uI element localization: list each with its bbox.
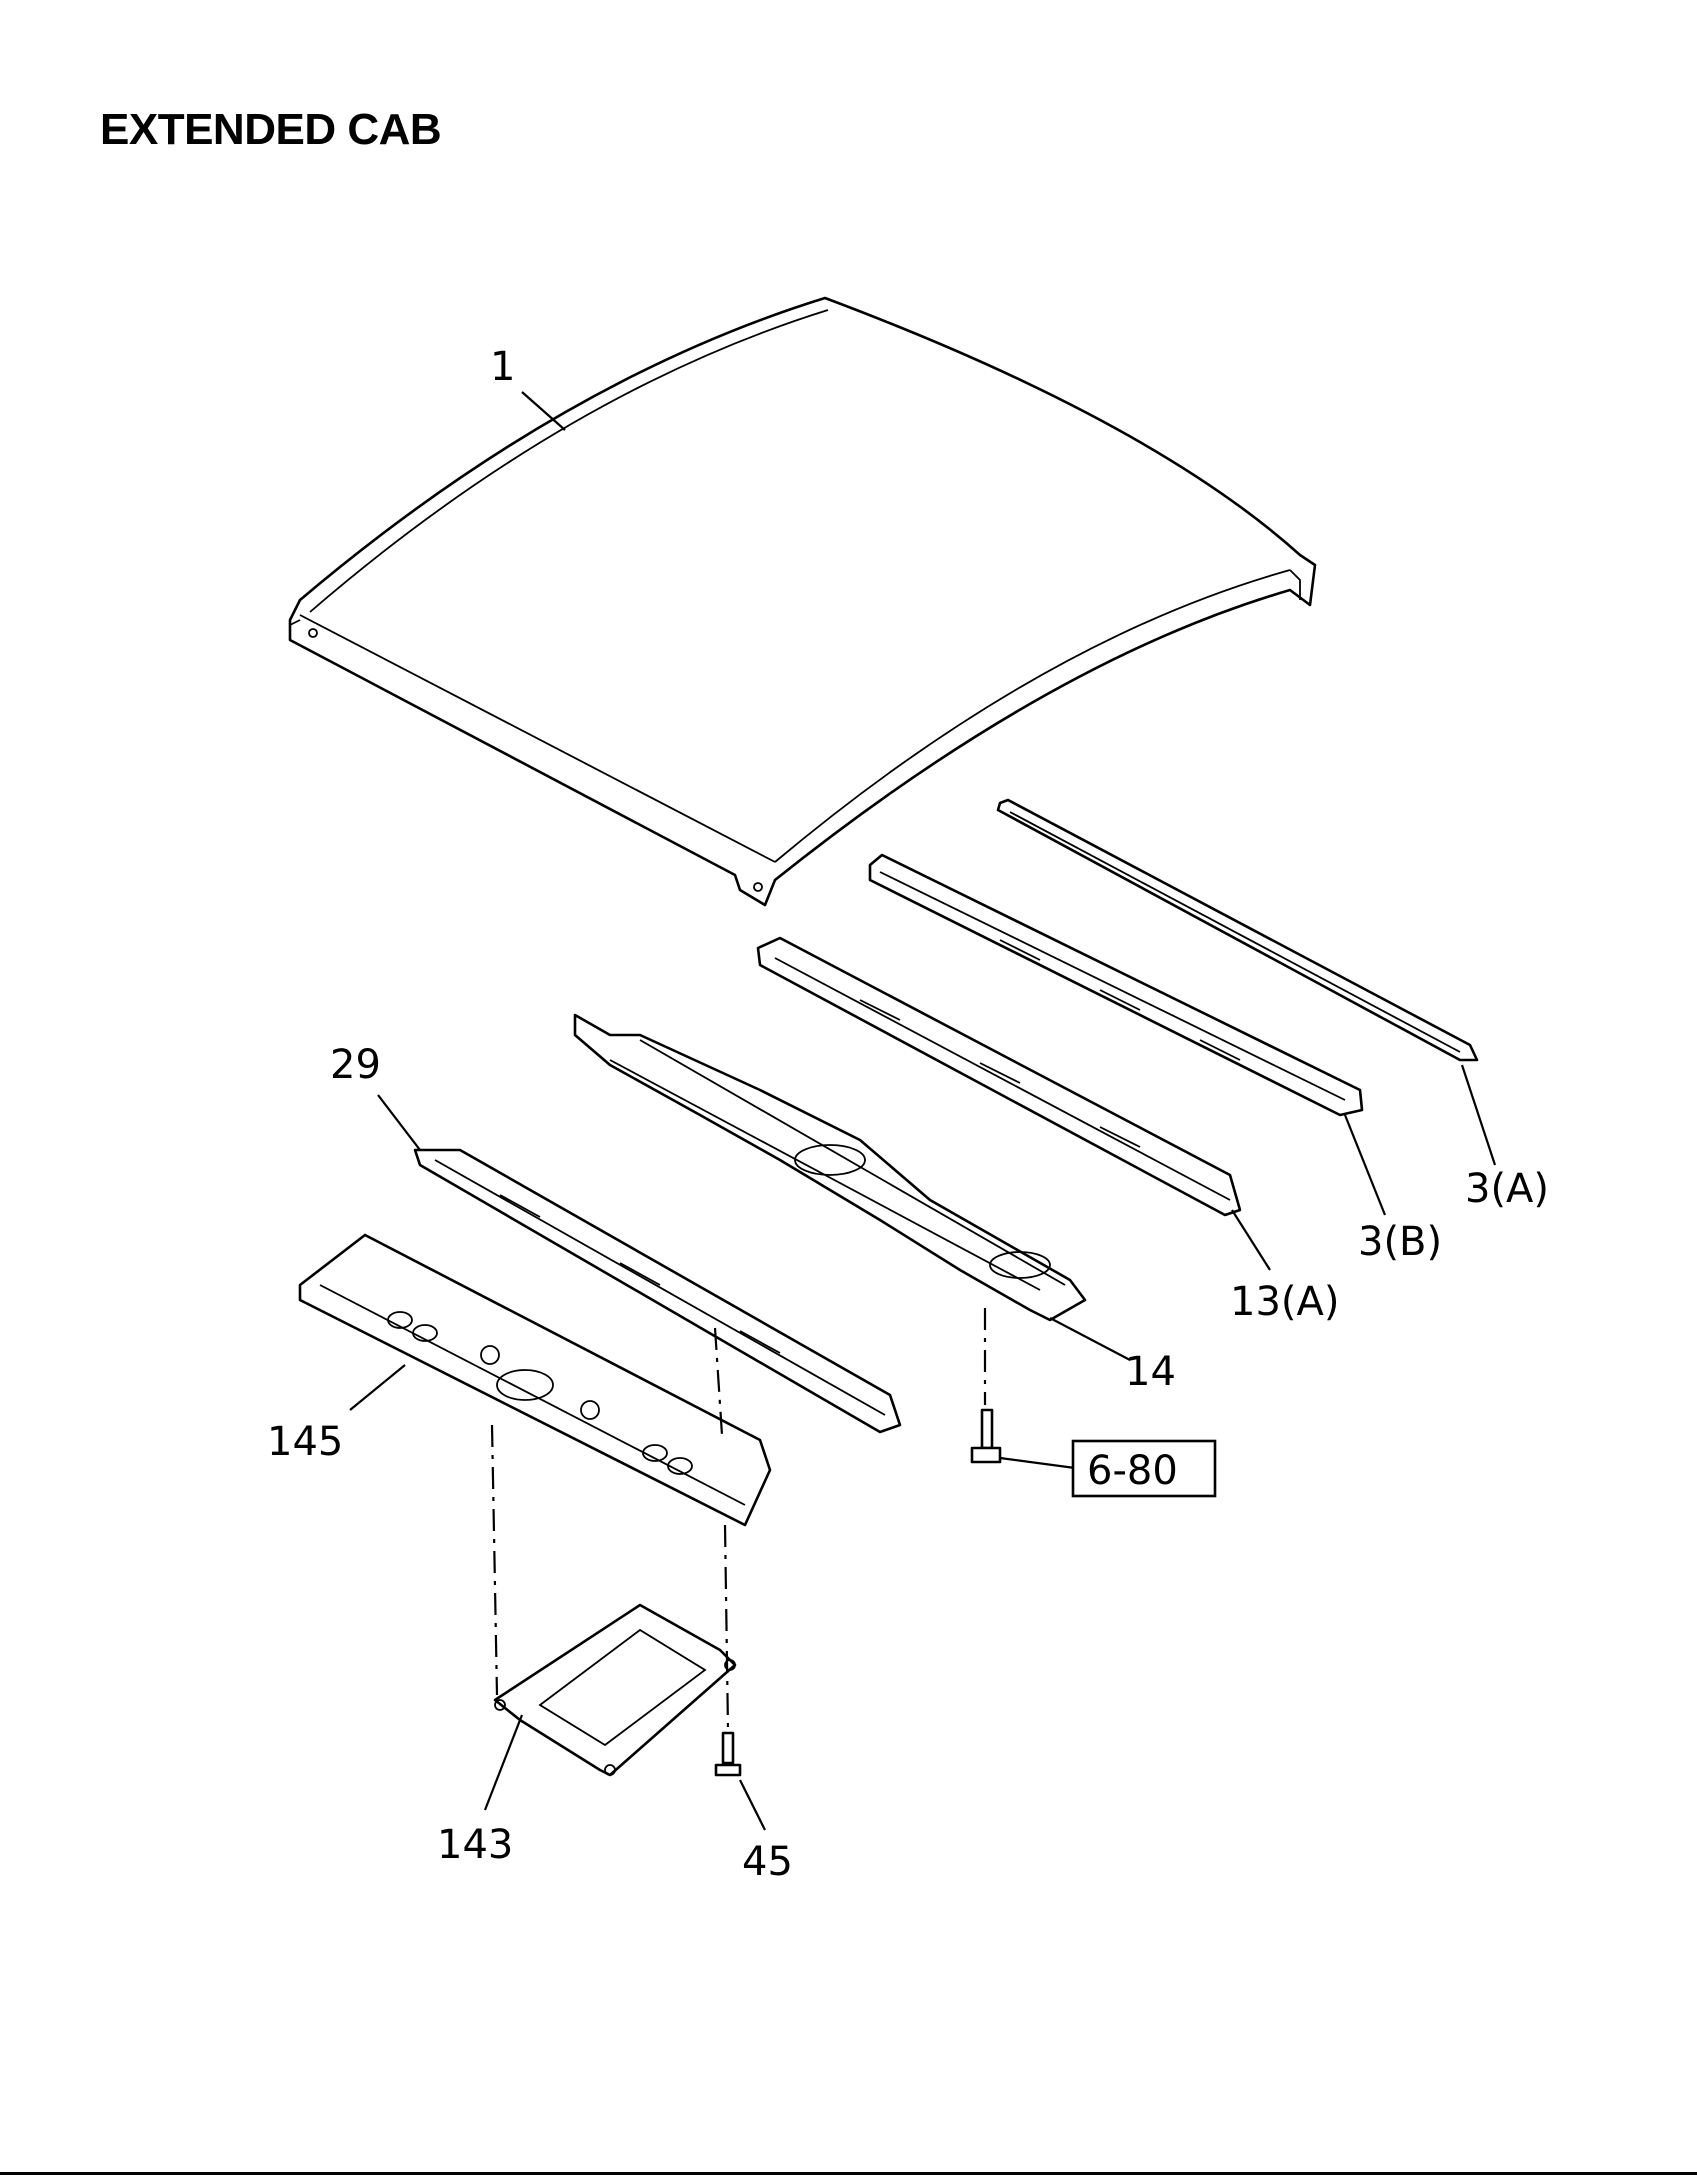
leader-145 [349, 1364, 406, 1411]
leader-6-80 [999, 1456, 1076, 1470]
leader-3a [1460, 1064, 1497, 1166]
part-label-3a: 3(A) [1465, 1166, 1549, 1212]
part-label-1: 1 [490, 344, 515, 390]
leader-29 [377, 1094, 421, 1151]
bracket-143 [493, 1603, 737, 1777]
assembly-line-145-bolt-right [723, 1524, 730, 1731]
part-label-145: 145 [267, 1419, 343, 1465]
roof-panel [288, 296, 1317, 907]
leader-14 [1049, 1317, 1131, 1361]
leader-1 [521, 391, 566, 431]
roof-bow-13a [756, 936, 1242, 1217]
bottom-rule [0, 2172, 1697, 2175]
roof-bow-3b [868, 853, 1364, 1117]
part-label-14: 14 [1125, 1349, 1176, 1395]
leader-3b [1343, 1114, 1387, 1216]
part-label-45: 45 [742, 1839, 793, 1885]
part-label-3b: 3(B) [1358, 1219, 1442, 1265]
leader-143 [483, 1714, 524, 1811]
leader-13a [1231, 1209, 1271, 1271]
roof-reinforcement-14 [573, 1013, 1087, 1322]
reference-label: 6-80 [1087, 1448, 1178, 1494]
bolt-ref-6-80 [970, 1408, 1002, 1464]
assembly-line-145-143-left [490, 1424, 499, 1696]
leader-45 [739, 1779, 766, 1831]
part-label-13a: 13(A) [1230, 1279, 1339, 1325]
roof-rail-3a [996, 798, 1479, 1062]
page-title: EXTENDED CAB [100, 105, 442, 154]
bolt-45 [714, 1731, 742, 1777]
front-header-145 [298, 1233, 772, 1527]
reference-box [1071, 1439, 1217, 1498]
assembly-line-29-145 [713, 1327, 724, 1436]
part-label-143: 143 [437, 1822, 513, 1868]
roof-bow-29 [413, 1148, 902, 1434]
part-label-29: 29 [330, 1042, 381, 1088]
